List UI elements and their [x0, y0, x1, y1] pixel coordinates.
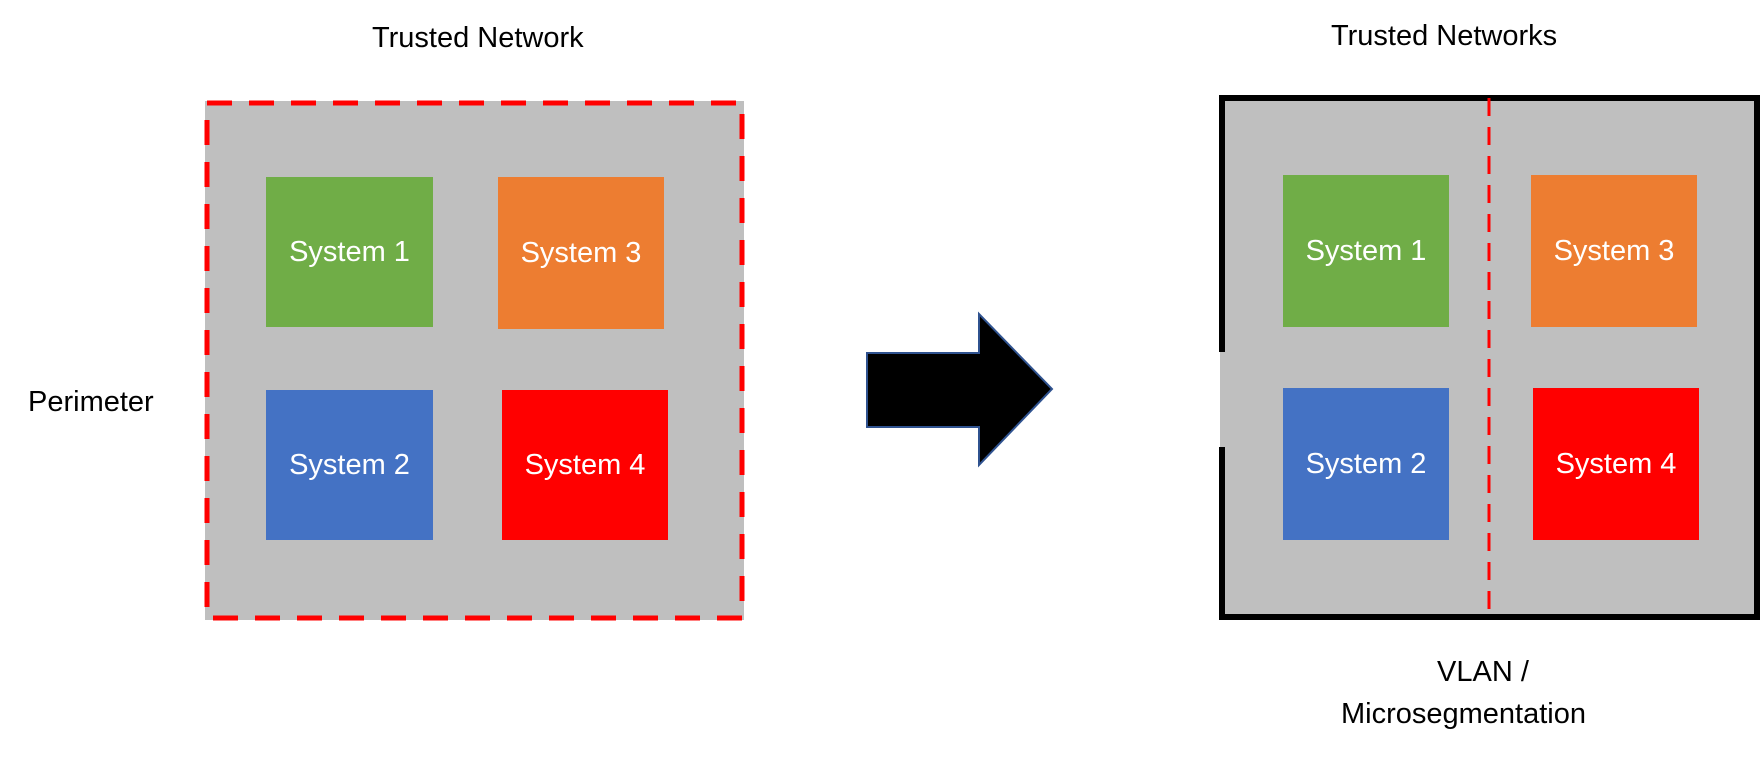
right-system-4-label: System 4	[1555, 447, 1677, 480]
left-system-2: System 2	[266, 390, 433, 540]
left-system-3: System 3	[498, 177, 664, 329]
transition-arrow-icon	[866, 311, 1054, 468]
right-system-1: System 1	[1283, 175, 1449, 327]
vlan-caption-line2: Microsegmentation	[1341, 698, 1586, 730]
left-system-2-label: System 2	[289, 448, 410, 481]
right-system-1-label: System 1	[1305, 234, 1427, 267]
right-system-2: System 2	[1283, 388, 1449, 540]
right-system-3: System 3	[1531, 175, 1697, 327]
right-system-3-label: System 3	[1553, 234, 1675, 267]
left-system-4: System 4	[502, 390, 668, 540]
left-system-1: System 1	[266, 177, 433, 327]
perimeter-label: Perimeter	[28, 386, 154, 418]
vlan-caption-line1: VLAN /	[1437, 656, 1529, 688]
right-system-2-label: System 2	[1305, 447, 1427, 480]
right-title: Trusted Networks	[1331, 20, 1558, 52]
left-system-4-label: System 4	[524, 448, 646, 481]
left-title: Trusted Network	[372, 22, 584, 54]
left-system-1-label: System 1	[289, 235, 410, 268]
left-system-3-label: System 3	[520, 236, 642, 269]
right-system-4: System 4	[1533, 388, 1699, 540]
